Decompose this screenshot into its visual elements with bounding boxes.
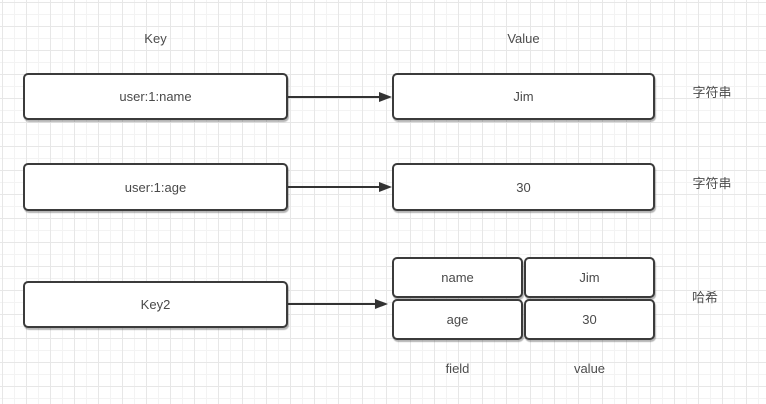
hash-cell-value-30: 30 <box>524 299 655 340</box>
arrow-row1 <box>288 91 392 103</box>
hash-caption-value: value <box>573 361 606 376</box>
column-header-value: Value <box>507 31 540 46</box>
value-node-label: 30 <box>516 179 531 195</box>
hash-cell-field-age: age <box>392 299 523 340</box>
arrow-line <box>288 96 379 98</box>
key-node-key2: Key2 <box>23 281 288 328</box>
key-node-user-1-age: user:1:age <box>23 163 288 211</box>
key-node-label: user:1:age <box>124 179 187 195</box>
type-label-hash: 哈希 <box>691 290 718 305</box>
type-label-string-2: 字符串 <box>692 176 732 191</box>
value-node-label: Jim <box>513 89 534 104</box>
arrow-head-icon <box>375 299 388 309</box>
hash-cell-field-name: name <box>392 257 523 298</box>
value-node-jim: Jim <box>392 73 655 120</box>
hash-table: name Jim age 30 <box>392 257 656 340</box>
arrow-row2 <box>288 181 392 193</box>
key-node-label: user:1:name <box>119 89 192 104</box>
arrow-row3 <box>288 298 388 310</box>
hash-cell-value-jim: Jim <box>524 257 655 298</box>
arrow-line <box>288 303 375 305</box>
column-header-key: Key <box>144 31 167 46</box>
type-label-string-1: 字符串 <box>692 85 732 100</box>
key-node-label: Key2 <box>140 297 171 312</box>
arrow-line <box>288 186 379 188</box>
key-node-user-1-name: user:1:name <box>23 73 288 120</box>
value-node-30: 30 <box>392 163 655 211</box>
arrow-head-icon <box>379 92 392 102</box>
arrow-head-icon <box>379 182 392 192</box>
hash-caption-field: field <box>445 361 470 376</box>
